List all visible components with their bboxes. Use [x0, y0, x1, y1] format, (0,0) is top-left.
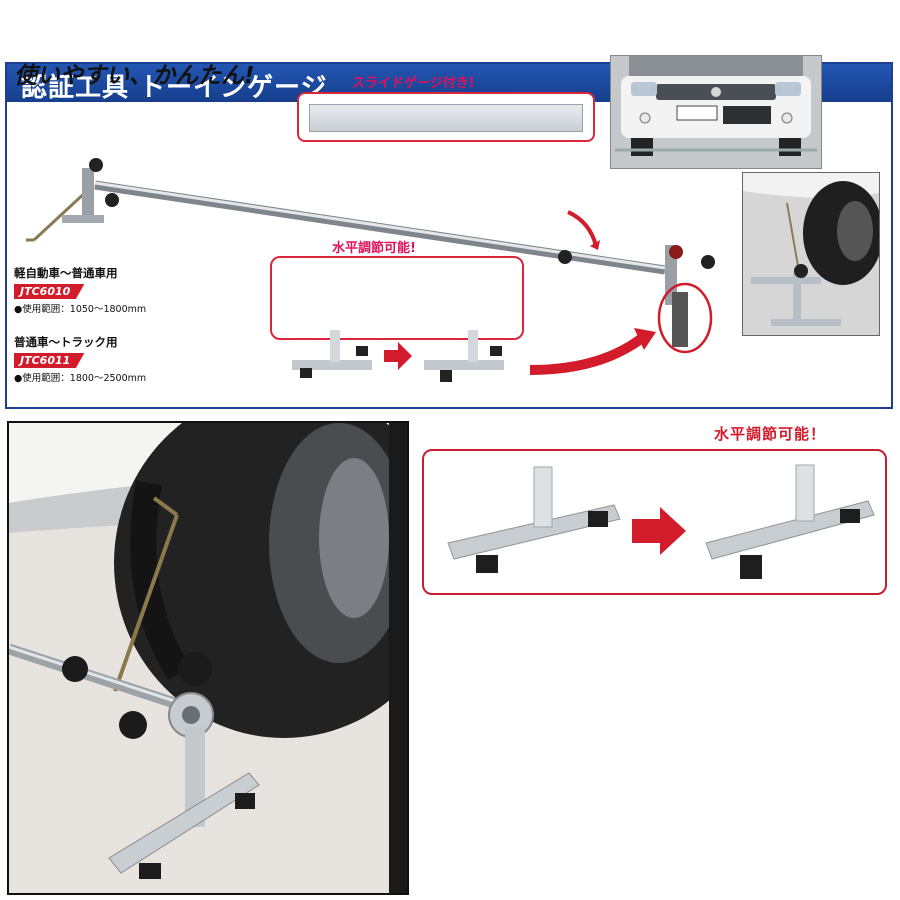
level-adjust-label-large: 水平調節可能！	[714, 425, 827, 443]
level-foot-after-large	[705, 464, 875, 579]
model-title: 軽自動車〜普通車用	[14, 266, 118, 280]
red-curved-arrow-icon	[567, 210, 598, 247]
level-foot-before-large	[447, 466, 621, 573]
model-code: JTC6010	[14, 284, 85, 299]
car-front-photo	[610, 55, 822, 169]
model-title: 普通車〜トラック用	[14, 335, 118, 349]
level-foot-after-small	[424, 330, 504, 382]
slide-gauge-label: スライドゲージ付き!	[352, 76, 475, 91]
level-adjust-label-small: 水平調節可能!	[332, 241, 416, 256]
model-code: JTC6011	[14, 353, 85, 368]
model-jtc6010: 軽自動車〜普通車用 JTC6010 ●使用範囲：1050〜1800mm	[14, 265, 146, 315]
header-title: 認証工具 トーインゲージ	[21, 73, 328, 103]
model-jtc6011: 普通車〜トラック用 JTC6011 ●使用範囲：1800〜2500mm	[14, 334, 146, 384]
model-range: ●使用範囲：1050〜1800mm	[14, 304, 147, 315]
slide-gauge-ruler-image	[309, 104, 583, 132]
tagline: 使いやすい、かんたん!	[14, 63, 255, 89]
toe-gauge-illustration	[26, 158, 715, 382]
red-curved-arrow-icon	[529, 333, 646, 375]
slide-gauge-callout	[297, 92, 595, 142]
model-range: ●使用範囲：1800〜2500mm	[14, 373, 147, 384]
level-adjust-callout-small	[270, 256, 524, 340]
tire-measure-photo-small	[742, 172, 880, 336]
level-adjust-callout-large	[422, 449, 887, 595]
red-right-arrow-icon	[384, 342, 412, 370]
level-foot-before-small	[292, 330, 372, 378]
tire-measure-photo-large	[7, 421, 409, 895]
red-right-arrow-icon	[632, 507, 686, 555]
